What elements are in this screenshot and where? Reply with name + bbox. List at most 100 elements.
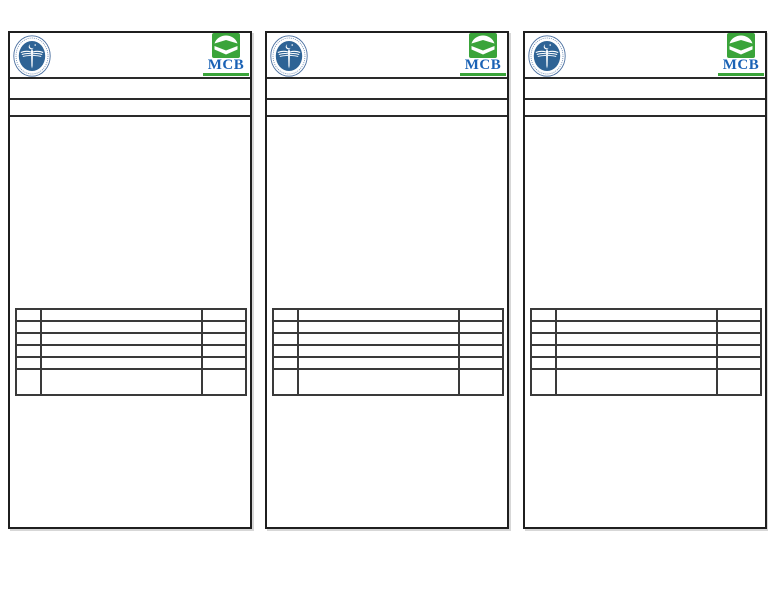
- mcb-logo-text: MCB: [464, 57, 502, 73]
- table-cell: [297, 320, 460, 334]
- table-cell: [555, 308, 718, 322]
- table-cell: [555, 368, 718, 396]
- table-cell: [15, 356, 42, 370]
- table-cell: [716, 344, 762, 358]
- table-cell: [15, 308, 42, 322]
- table-row: [530, 332, 762, 346]
- header-field-row-1: [10, 79, 250, 100]
- table-cell: [530, 308, 557, 322]
- table-cell: [458, 332, 504, 346]
- table-row: [530, 320, 762, 334]
- mcb-logo-mark-icon: [212, 33, 240, 58]
- table-cell: [716, 332, 762, 346]
- table-cell: [716, 308, 762, 322]
- table-cell: [530, 344, 557, 358]
- table-cell: [15, 344, 42, 358]
- voucher-header: MCB: [10, 33, 250, 79]
- voucher-body-space: [525, 117, 765, 308]
- table-cell: [40, 332, 203, 346]
- voucher-footer-space: [10, 396, 250, 526]
- mcb-bank-logo: MCB: [460, 33, 506, 76]
- table-row: [530, 344, 762, 358]
- table-cell: [458, 344, 504, 358]
- table-row: [15, 308, 247, 322]
- table-cell: [716, 320, 762, 334]
- voucher-panel-1: MCB: [8, 31, 252, 529]
- header-field-row-1: [267, 79, 507, 100]
- table-row: [272, 368, 504, 396]
- table-cell: [40, 368, 203, 396]
- table-cell: [297, 368, 460, 396]
- voucher-footer-space: [267, 396, 507, 526]
- table-cell: [716, 368, 762, 396]
- table-cell: [716, 356, 762, 370]
- table-row: [15, 320, 247, 334]
- institution-seal-icon: [13, 35, 51, 77]
- table-cell: [201, 356, 247, 370]
- table-cell: [272, 344, 299, 358]
- table-cell: [201, 308, 247, 322]
- table-row: [15, 332, 247, 346]
- table-cell: [555, 332, 718, 346]
- table-cell: [15, 368, 42, 396]
- table-cell: [297, 332, 460, 346]
- table-cell: [272, 308, 299, 322]
- table-cell: [555, 320, 718, 334]
- table-row: [272, 320, 504, 334]
- table-cell: [40, 344, 203, 358]
- voucher-header: MCB: [525, 33, 765, 79]
- table-cell: [40, 308, 203, 322]
- mcb-bank-logo: MCB: [203, 33, 249, 76]
- table-cell: [458, 356, 504, 370]
- table-cell: [201, 332, 247, 346]
- table-row: [272, 308, 504, 322]
- table-cell: [458, 320, 504, 334]
- table-cell: [297, 308, 460, 322]
- mcb-logo-underline: [718, 73, 764, 76]
- institution-seal-icon: [528, 35, 566, 77]
- table-cell: [555, 356, 718, 370]
- voucher-panel-3: MCB: [523, 31, 767, 529]
- table-row: [15, 368, 247, 396]
- voucher-body-space: [267, 117, 507, 308]
- mcb-bank-logo: MCB: [718, 33, 764, 76]
- table-cell: [530, 332, 557, 346]
- table-row: [15, 356, 247, 370]
- mcb-logo-text: MCB: [722, 57, 760, 73]
- table-row: [272, 332, 504, 346]
- voucher-details-table: [530, 308, 762, 396]
- table-cell: [297, 344, 460, 358]
- institution-seal-icon: [270, 35, 308, 77]
- table-row: [530, 356, 762, 370]
- table-cell: [297, 356, 460, 370]
- voucher-details-table: [15, 308, 247, 396]
- table-cell: [530, 356, 557, 370]
- voucher-panel-2: MCB: [265, 31, 509, 529]
- voucher-details-table: [272, 308, 504, 396]
- header-field-row-2: [267, 100, 507, 117]
- table-cell: [458, 368, 504, 396]
- table-cell: [201, 344, 247, 358]
- table-cell: [272, 368, 299, 396]
- table-row: [530, 368, 762, 396]
- header-field-row-1: [525, 79, 765, 100]
- table-cell: [40, 320, 203, 334]
- table-cell: [201, 320, 247, 334]
- table-row: [272, 356, 504, 370]
- table-row: [15, 344, 247, 358]
- table-cell: [15, 320, 42, 334]
- table-cell: [272, 356, 299, 370]
- table-row: [272, 344, 504, 358]
- mcb-logo-underline: [460, 73, 506, 76]
- mcb-logo-underline: [203, 73, 249, 76]
- mcb-logo-mark-icon: [469, 33, 497, 58]
- table-cell: [530, 320, 557, 334]
- table-cell: [530, 368, 557, 396]
- header-field-row-2: [525, 100, 765, 117]
- mcb-logo-text: MCB: [207, 57, 245, 73]
- voucher-body-space: [10, 117, 250, 308]
- table-cell: [201, 368, 247, 396]
- voucher-footer-space: [525, 396, 765, 526]
- header-field-row-2: [10, 100, 250, 117]
